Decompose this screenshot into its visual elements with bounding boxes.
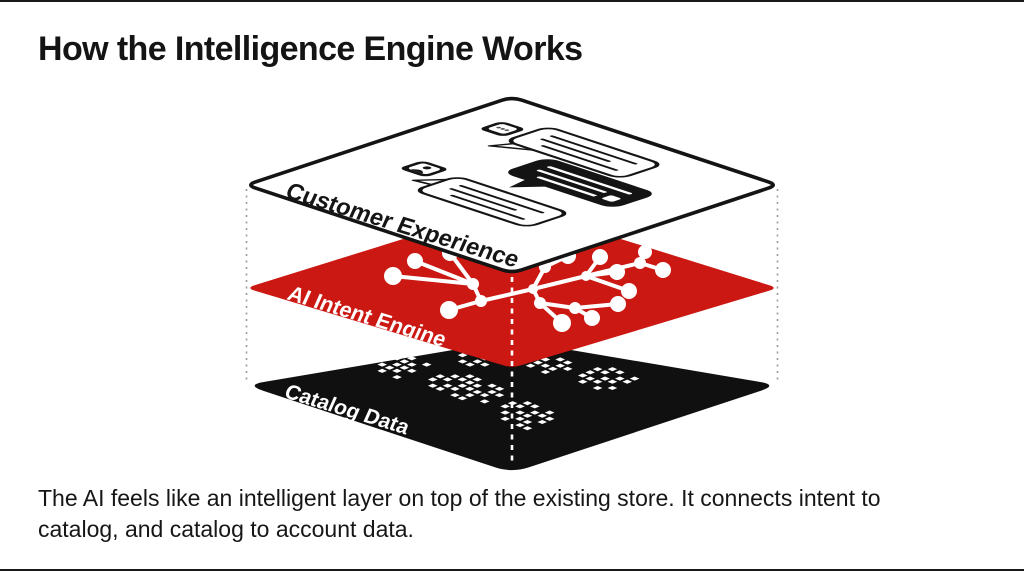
page-title: How the Intelligence Engine Works bbox=[38, 30, 583, 68]
chat-conversation-icon bbox=[401, 122, 660, 227]
customer-experience-surface bbox=[248, 96, 776, 274]
network-node bbox=[610, 296, 626, 312]
data-cell bbox=[435, 386, 446, 391]
network-node bbox=[534, 297, 546, 309]
data-cell bbox=[457, 377, 468, 382]
message-bubble bbox=[411, 177, 567, 227]
typing-indicator-chip bbox=[481, 122, 524, 136]
message-bubble bbox=[487, 127, 660, 178]
data-cell bbox=[500, 416, 511, 421]
user-avatar-chip bbox=[401, 161, 447, 177]
data-cell bbox=[399, 353, 410, 358]
network-node bbox=[553, 314, 571, 332]
data-cell bbox=[464, 386, 475, 391]
network-node bbox=[407, 253, 423, 269]
network-node bbox=[475, 295, 487, 307]
data-cell bbox=[472, 359, 483, 364]
data-cell bbox=[399, 359, 410, 364]
data-cell bbox=[406, 356, 417, 361]
data-cell bbox=[392, 368, 402, 373]
frame-edge-top bbox=[0, 0, 1024, 2]
network-node bbox=[634, 257, 646, 269]
caption: The AI feels like an intelligent layer o… bbox=[38, 485, 881, 542]
network-node bbox=[621, 283, 637, 299]
data-cell bbox=[442, 377, 453, 382]
network-node bbox=[584, 310, 600, 326]
network-node bbox=[467, 278, 479, 290]
network-edge bbox=[391, 274, 475, 286]
network-node bbox=[528, 284, 538, 294]
network-node bbox=[384, 267, 402, 285]
attachment-chip bbox=[591, 192, 631, 206]
network-node bbox=[655, 262, 671, 278]
network-node bbox=[569, 302, 581, 314]
network-edge bbox=[531, 274, 588, 291]
network-node bbox=[609, 264, 625, 280]
network-node bbox=[592, 249, 608, 265]
data-cell bbox=[406, 368, 417, 373]
customer-experience-layer bbox=[248, 96, 776, 274]
network-edge bbox=[413, 259, 475, 286]
frame-edge-bottom bbox=[0, 569, 1024, 571]
data-cell bbox=[457, 359, 468, 364]
data-cell bbox=[450, 386, 460, 391]
network-node bbox=[581, 271, 591, 281]
data-cell bbox=[457, 396, 468, 401]
data-cell bbox=[384, 353, 395, 358]
data-cell bbox=[377, 368, 388, 373]
network-edge bbox=[479, 287, 535, 303]
data-cell bbox=[494, 386, 505, 391]
data-cell bbox=[522, 426, 533, 431]
data-cell bbox=[377, 356, 388, 361]
network-node bbox=[440, 301, 458, 319]
network-node bbox=[638, 245, 652, 259]
